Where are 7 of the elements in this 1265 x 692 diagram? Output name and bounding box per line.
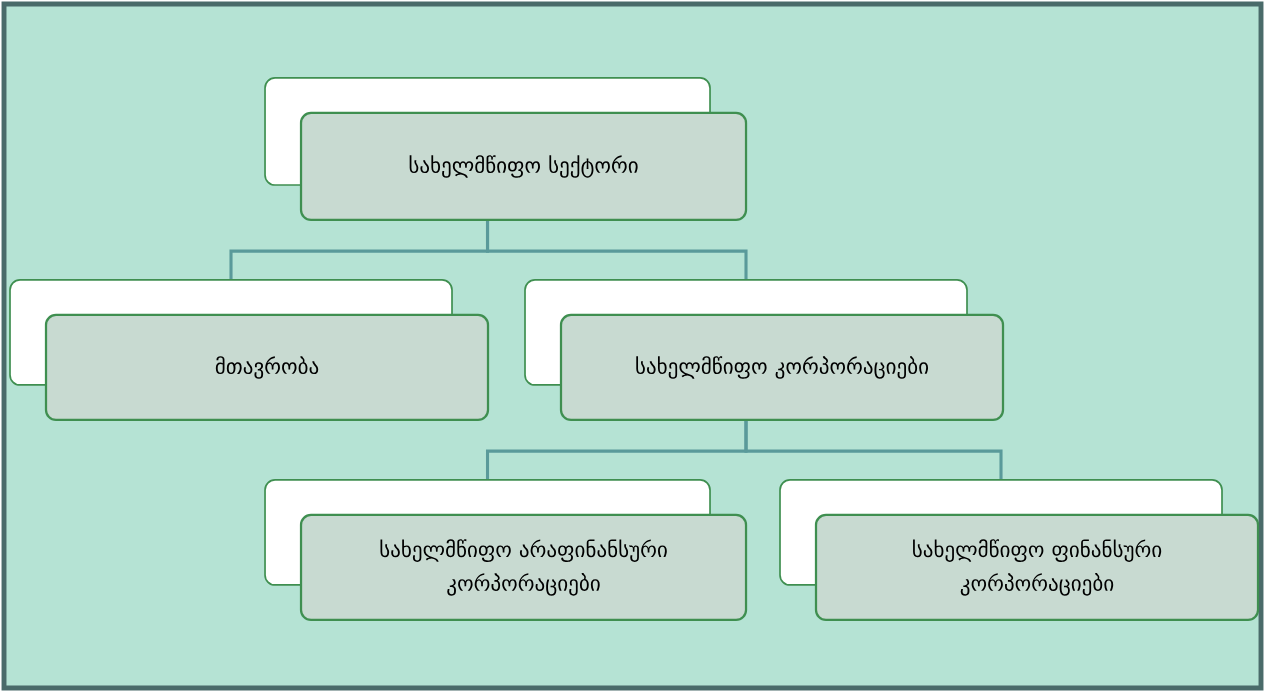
connector-line — [486, 221, 748, 280]
process-box: მთავრობა — [9, 279, 490, 422]
connector-line — [744, 421, 1003, 480]
process-box: სახელმწიფო კორპორაციები — [524, 279, 1005, 422]
process-box: სახელმწიფო ფინანსური კორპორაციები — [779, 479, 1260, 622]
process-box: სახელმწიფო არაფინანსური კორპორაციები — [264, 479, 748, 622]
process-box: სახელმწიფო სექტორი — [264, 77, 748, 222]
